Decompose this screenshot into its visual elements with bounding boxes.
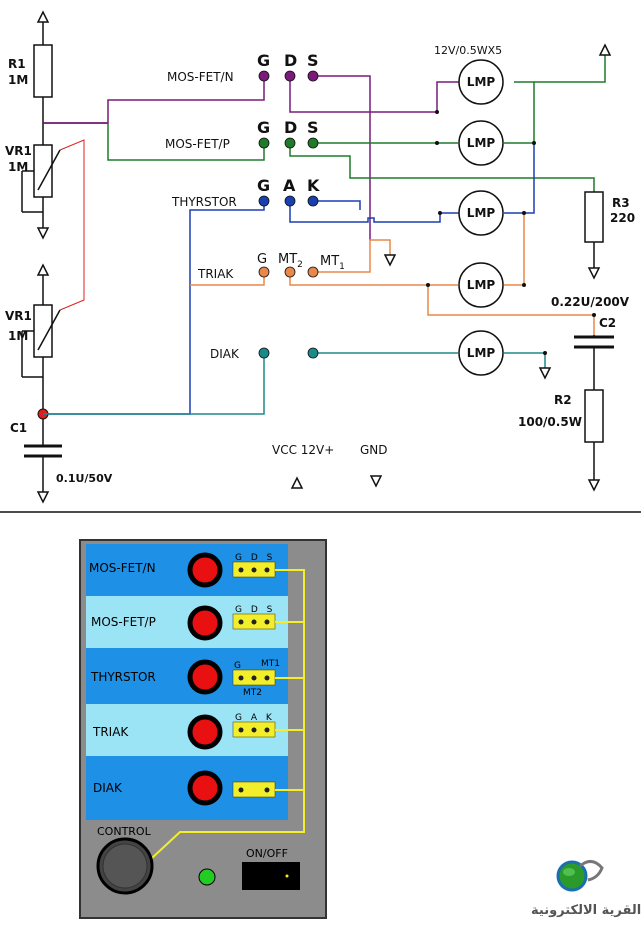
r2-value: 100/0.5W: [518, 415, 582, 429]
vr1-bottom-name: VR1: [5, 309, 32, 323]
wire-thyristor-cathode: [313, 200, 361, 210]
pin-a-3: A: [283, 176, 296, 195]
wire-thyristor-anode: [289, 201, 462, 223]
row-label-mosfet-p: MOS-FET/P: [165, 137, 230, 151]
gnd-arrow-vr1: [37, 227, 49, 239]
socket-pins-thyristor-g: G: [234, 661, 241, 671]
vcc-arrow-bottom: [291, 477, 303, 489]
vr1-top-value: 1M: [8, 160, 28, 174]
socket-pins-triak: G A K: [235, 713, 275, 723]
pin-mt2-4: MT2: [278, 252, 303, 270]
socket-pins-thyristor-mt2: MT2: [243, 688, 262, 698]
lamp-1-label: LMP: [467, 75, 496, 89]
pin-d-2: D: [284, 118, 297, 137]
r2-resistor: [584, 389, 604, 443]
wire-mosfet-p-drain: [289, 143, 595, 192]
r1-name: R1: [8, 57, 26, 71]
power-led: [198, 868, 216, 886]
test-button-mosfet-n[interactable]: [187, 552, 223, 588]
c2-name: C2: [599, 316, 616, 330]
vcc-label: VCC 12V+: [272, 443, 334, 457]
wire-lamp-common: [504, 81, 535, 144]
socket-pins-mosfet-p: G D S: [235, 605, 275, 615]
left-chain: [21, 11, 108, 503]
row-label-thyristor: THYRSTOR: [171, 195, 237, 209]
pin-s-2: S: [307, 118, 319, 137]
test-button-mosfet-p[interactable]: [187, 605, 223, 641]
gnd-arrow-bottom: [370, 475, 382, 487]
wire-mosfet-p-gate: [107, 123, 265, 161]
wire-triak-mt2: [289, 272, 595, 335]
gnd-arrow-c1: [37, 491, 49, 503]
control-label: CONTROL: [97, 825, 152, 838]
onoff-label: ON/OFF: [246, 847, 288, 860]
panel-label-diak: DIAK: [93, 781, 123, 795]
wire-thyristor-gate: [43, 201, 265, 415]
panel-label-mosfet-n: MOS-FET/N: [89, 561, 156, 575]
vcc-arrow-top: [37, 11, 49, 23]
pin-mt1-4: MT1: [320, 254, 345, 272]
vr1-top-name: VR1: [5, 144, 32, 158]
socket-pins-mosfet-n: G D S: [235, 553, 275, 563]
row-label-triak: TRIAK: [197, 267, 234, 281]
pin-d-1: D: [284, 51, 297, 70]
gnd-arrow-diak: [539, 367, 551, 379]
lamp-3-label: LMP: [467, 206, 496, 220]
pin-g-2: G: [257, 118, 270, 137]
wire-vcc-right: [534, 55, 606, 83]
wire-mosfet-n-gate: [43, 76, 265, 124]
r3-resistor: [584, 191, 604, 243]
r3-value: 220: [610, 211, 635, 225]
red-wire: [59, 139, 85, 311]
vr1-bottom-value: 1M: [8, 329, 28, 343]
test-button-thyristor[interactable]: [187, 659, 223, 695]
control-bus-wire: [151, 569, 305, 859]
row-label-diak: DIAK: [210, 347, 240, 361]
wire-triak-mt1: [313, 239, 391, 273]
socket-pins-thyristor-mt1: MT1: [261, 659, 280, 669]
lamp-rating: 12V/0.5WX5: [434, 44, 502, 57]
panel-label-thyristor: THYRSTOR: [90, 670, 156, 684]
r3-name: R3: [612, 196, 630, 210]
lamp-4-label: LMP: [467, 278, 496, 292]
wire-diak-lamp: [504, 352, 546, 368]
c1-name: C1: [10, 421, 27, 435]
pin-g-3: G: [257, 176, 270, 195]
pin-k-3: K: [307, 176, 320, 195]
watermark-text: القرية الالكترونية: [531, 903, 641, 918]
wire-mosfet-n-source: [313, 75, 371, 240]
test-button-diak[interactable]: [187, 770, 223, 806]
r2-name: R2: [554, 393, 572, 407]
pin-dots: [258, 70, 319, 359]
wire-lamp3-common: [504, 143, 535, 214]
watermark-logo: [556, 860, 604, 892]
gnd-arrow-r2: [588, 479, 600, 491]
pin-g-4: G: [257, 252, 267, 267]
panel-label-triak: TRIAK: [92, 725, 129, 739]
r1-value: 1M: [8, 73, 28, 87]
test-button-triak[interactable]: [187, 714, 223, 750]
wire-lamp4-common: [504, 213, 525, 286]
pin-s-1: S: [307, 51, 319, 70]
row-label-mosfet-n: MOS-FET/N: [167, 70, 234, 84]
c2-value: 0.22U/200V: [551, 295, 630, 309]
c1-value: 0.1U/50V: [56, 472, 113, 485]
vcc-arrow-right: [599, 44, 611, 56]
onoff-switch[interactable]: [242, 862, 300, 890]
gnd-arrow-triak: [384, 254, 396, 266]
gnd-arrow-r3: [588, 267, 600, 279]
lamps: [458, 59, 504, 376]
gnd-label: GND: [360, 443, 388, 457]
vcc-arrow-vr1b: [37, 264, 49, 276]
pin-g-1: G: [257, 51, 270, 70]
r1-resistor: [33, 44, 53, 98]
wire-diak-1: [43, 353, 265, 415]
lamp-2-label: LMP: [467, 136, 496, 150]
wire-mosfet-n-drain: [289, 76, 462, 113]
panel-label-mosfet-p: MOS-FET/P: [91, 615, 156, 629]
lamp-5-label: LMP: [467, 346, 496, 360]
